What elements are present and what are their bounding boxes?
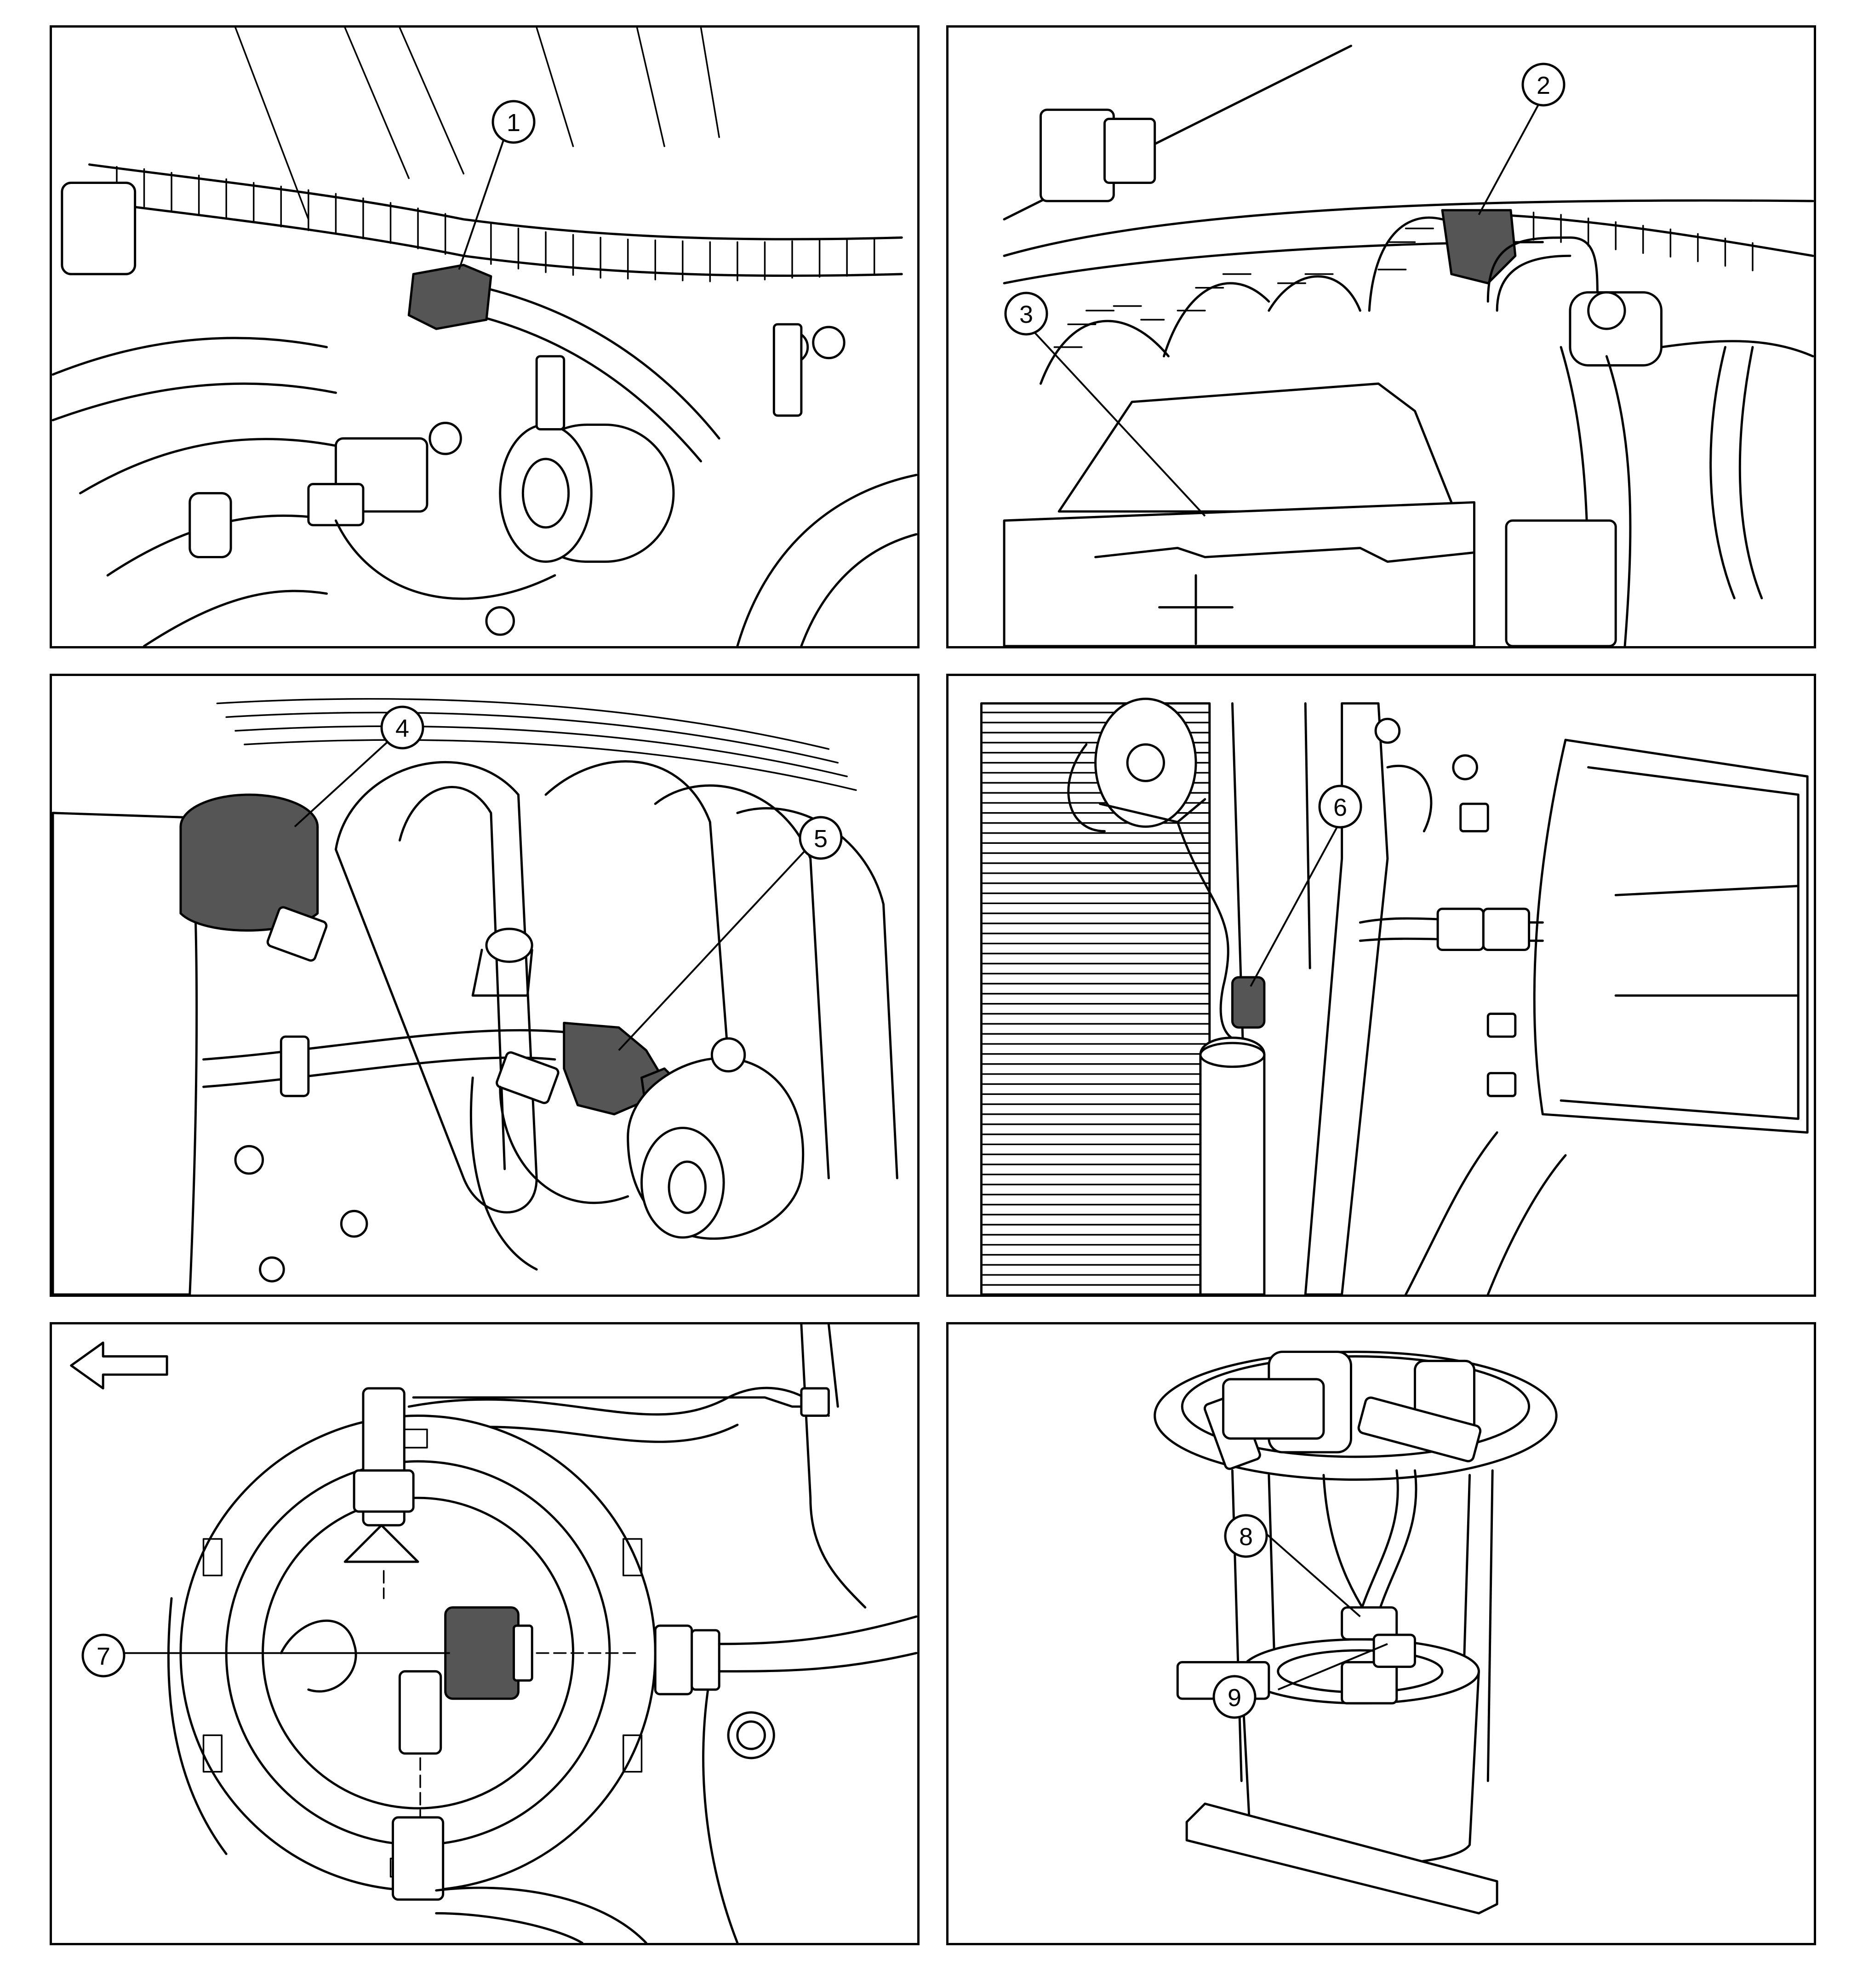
callout-2: 2 (1520, 61, 1567, 109)
illustration-battery-harness (1003, 45, 1814, 646)
battery (1057, 382, 1453, 513)
connector-1 (407, 264, 492, 330)
callout-1-label: 1 (507, 109, 520, 137)
panel-engine-harness-connector-1: 1 (50, 25, 920, 648)
callout-9: 9 (1211, 1673, 1258, 1721)
connector-2 (1441, 209, 1517, 285)
callout-3-label: 3 (1019, 301, 1033, 328)
callout-7-label: 7 (97, 1643, 110, 1670)
callout-6: 6 (1316, 783, 1364, 831)
panel-radiator-connector-6: 6 (946, 674, 1816, 1297)
callout-5: 5 (797, 814, 845, 862)
panel-intake-connectors-4-5: 4 5 (50, 674, 920, 1297)
connector-6 (1231, 976, 1266, 1029)
connector-7 (444, 1606, 520, 1700)
panel-fuel-tank-connector-7: 7 (50, 1322, 920, 1945)
callout-8-label: 8 (1239, 1523, 1253, 1551)
callout-1: 1 (490, 98, 537, 146)
illustration-radiator-area (980, 698, 1809, 1295)
illustration-fuel-pump-module (1154, 1351, 1558, 1914)
fuel-pressure-regulator (1341, 1606, 1398, 1641)
callout-9-label: 9 (1228, 1684, 1241, 1712)
callout-2-label: 2 (1537, 72, 1550, 99)
illustration-engine-harness (52, 28, 917, 646)
callout-4: 4 (378, 704, 426, 751)
battery-positive-terminal-mark (1158, 574, 1234, 645)
front-direction-arrow-icon (70, 1341, 168, 1390)
illustration-fuel-tank-top (70, 1324, 917, 1943)
callout-8: 8 (1222, 1512, 1270, 1560)
callout-7: 7 (80, 1632, 127, 1679)
callout-6-label: 6 (1333, 794, 1347, 821)
illustration-intake-manifold (52, 698, 898, 1295)
callout-3: 3 (1002, 290, 1050, 338)
panel-battery-connector-2: 2 3 (946, 25, 1816, 648)
panel-fuel-pump-assembly: 8 9 (946, 1322, 1816, 1945)
callout-5-label: 5 (814, 825, 828, 853)
clip (280, 1619, 357, 1693)
callout-4-label: 4 (395, 715, 409, 742)
